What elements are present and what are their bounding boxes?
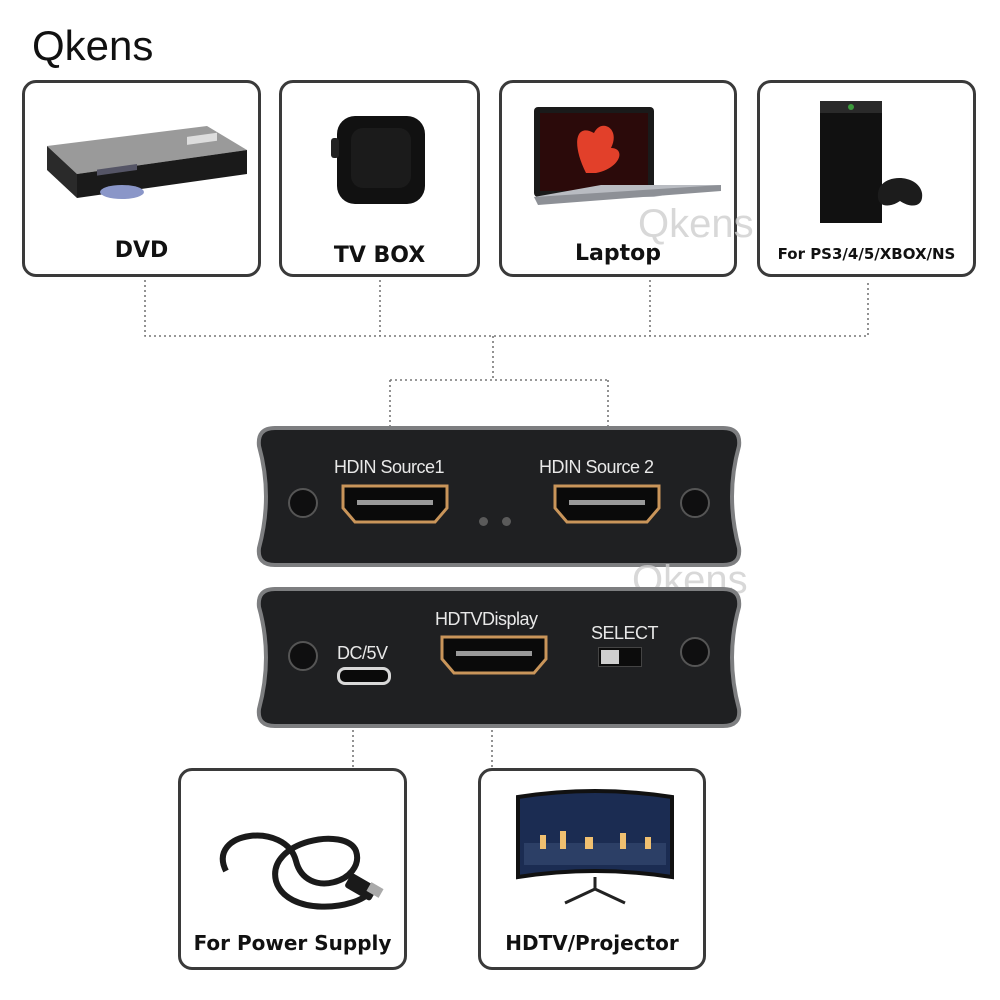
brand-title: Qkens xyxy=(32,22,154,69)
source-card-console: For PS3/4/5/XBOX/NS xyxy=(757,80,976,277)
status-led-1 xyxy=(479,517,488,526)
display-port-label: HDTVDisplay xyxy=(435,609,538,629)
laptop-image xyxy=(534,107,721,205)
monitor-image xyxy=(516,789,674,905)
hdmi-port-source1 xyxy=(341,484,449,524)
switch-input-panel: HDIN Source1 HDIN Source 2 xyxy=(255,424,743,569)
source-card-laptop: Laptop xyxy=(499,80,737,277)
hdmi-port-source2 xyxy=(553,484,661,524)
usb-cable-image xyxy=(220,832,384,910)
port-label-source2: HDIN Source 2 xyxy=(539,457,654,477)
tv-box-image xyxy=(331,116,425,204)
status-led-2 xyxy=(502,517,511,526)
select-toggle-knob xyxy=(601,650,619,664)
screw-left-top xyxy=(288,488,318,518)
watermark-top: Qkens xyxy=(638,202,754,246)
output-card-power: For Power Supply xyxy=(178,768,407,970)
source-label-tvbox: TV BOX xyxy=(333,243,426,268)
source-label-laptop: Laptop xyxy=(575,241,661,266)
output-label-display: HDTV/Projector xyxy=(505,931,679,955)
select-toggle-switch[interactable] xyxy=(598,647,642,667)
source-card-dvd: DVD xyxy=(22,80,261,277)
source-label-dvd: DVD xyxy=(114,238,169,263)
screw-right-bottom xyxy=(680,637,710,667)
output-card-display: HDTV/Projector xyxy=(478,768,706,970)
select-label: SELECT xyxy=(591,623,659,643)
switch-output-panel: DC/5V HDTVDisplay SELECT xyxy=(255,585,743,730)
port-label-source1: HDIN Source1 xyxy=(334,457,445,477)
source-label-console: For PS3/4/5/XBOX/NS xyxy=(777,245,956,263)
power-port-label: DC/5V xyxy=(337,643,388,663)
screw-left-bottom xyxy=(288,641,318,671)
dvd-player-image xyxy=(47,126,247,199)
console-image xyxy=(820,101,923,223)
hdmi-port-display xyxy=(440,635,548,675)
micro-usb-port xyxy=(337,667,391,685)
screw-right-top xyxy=(680,488,710,518)
output-label-power: For Power Supply xyxy=(193,931,392,955)
source-card-tvbox: TV BOX xyxy=(279,80,480,277)
